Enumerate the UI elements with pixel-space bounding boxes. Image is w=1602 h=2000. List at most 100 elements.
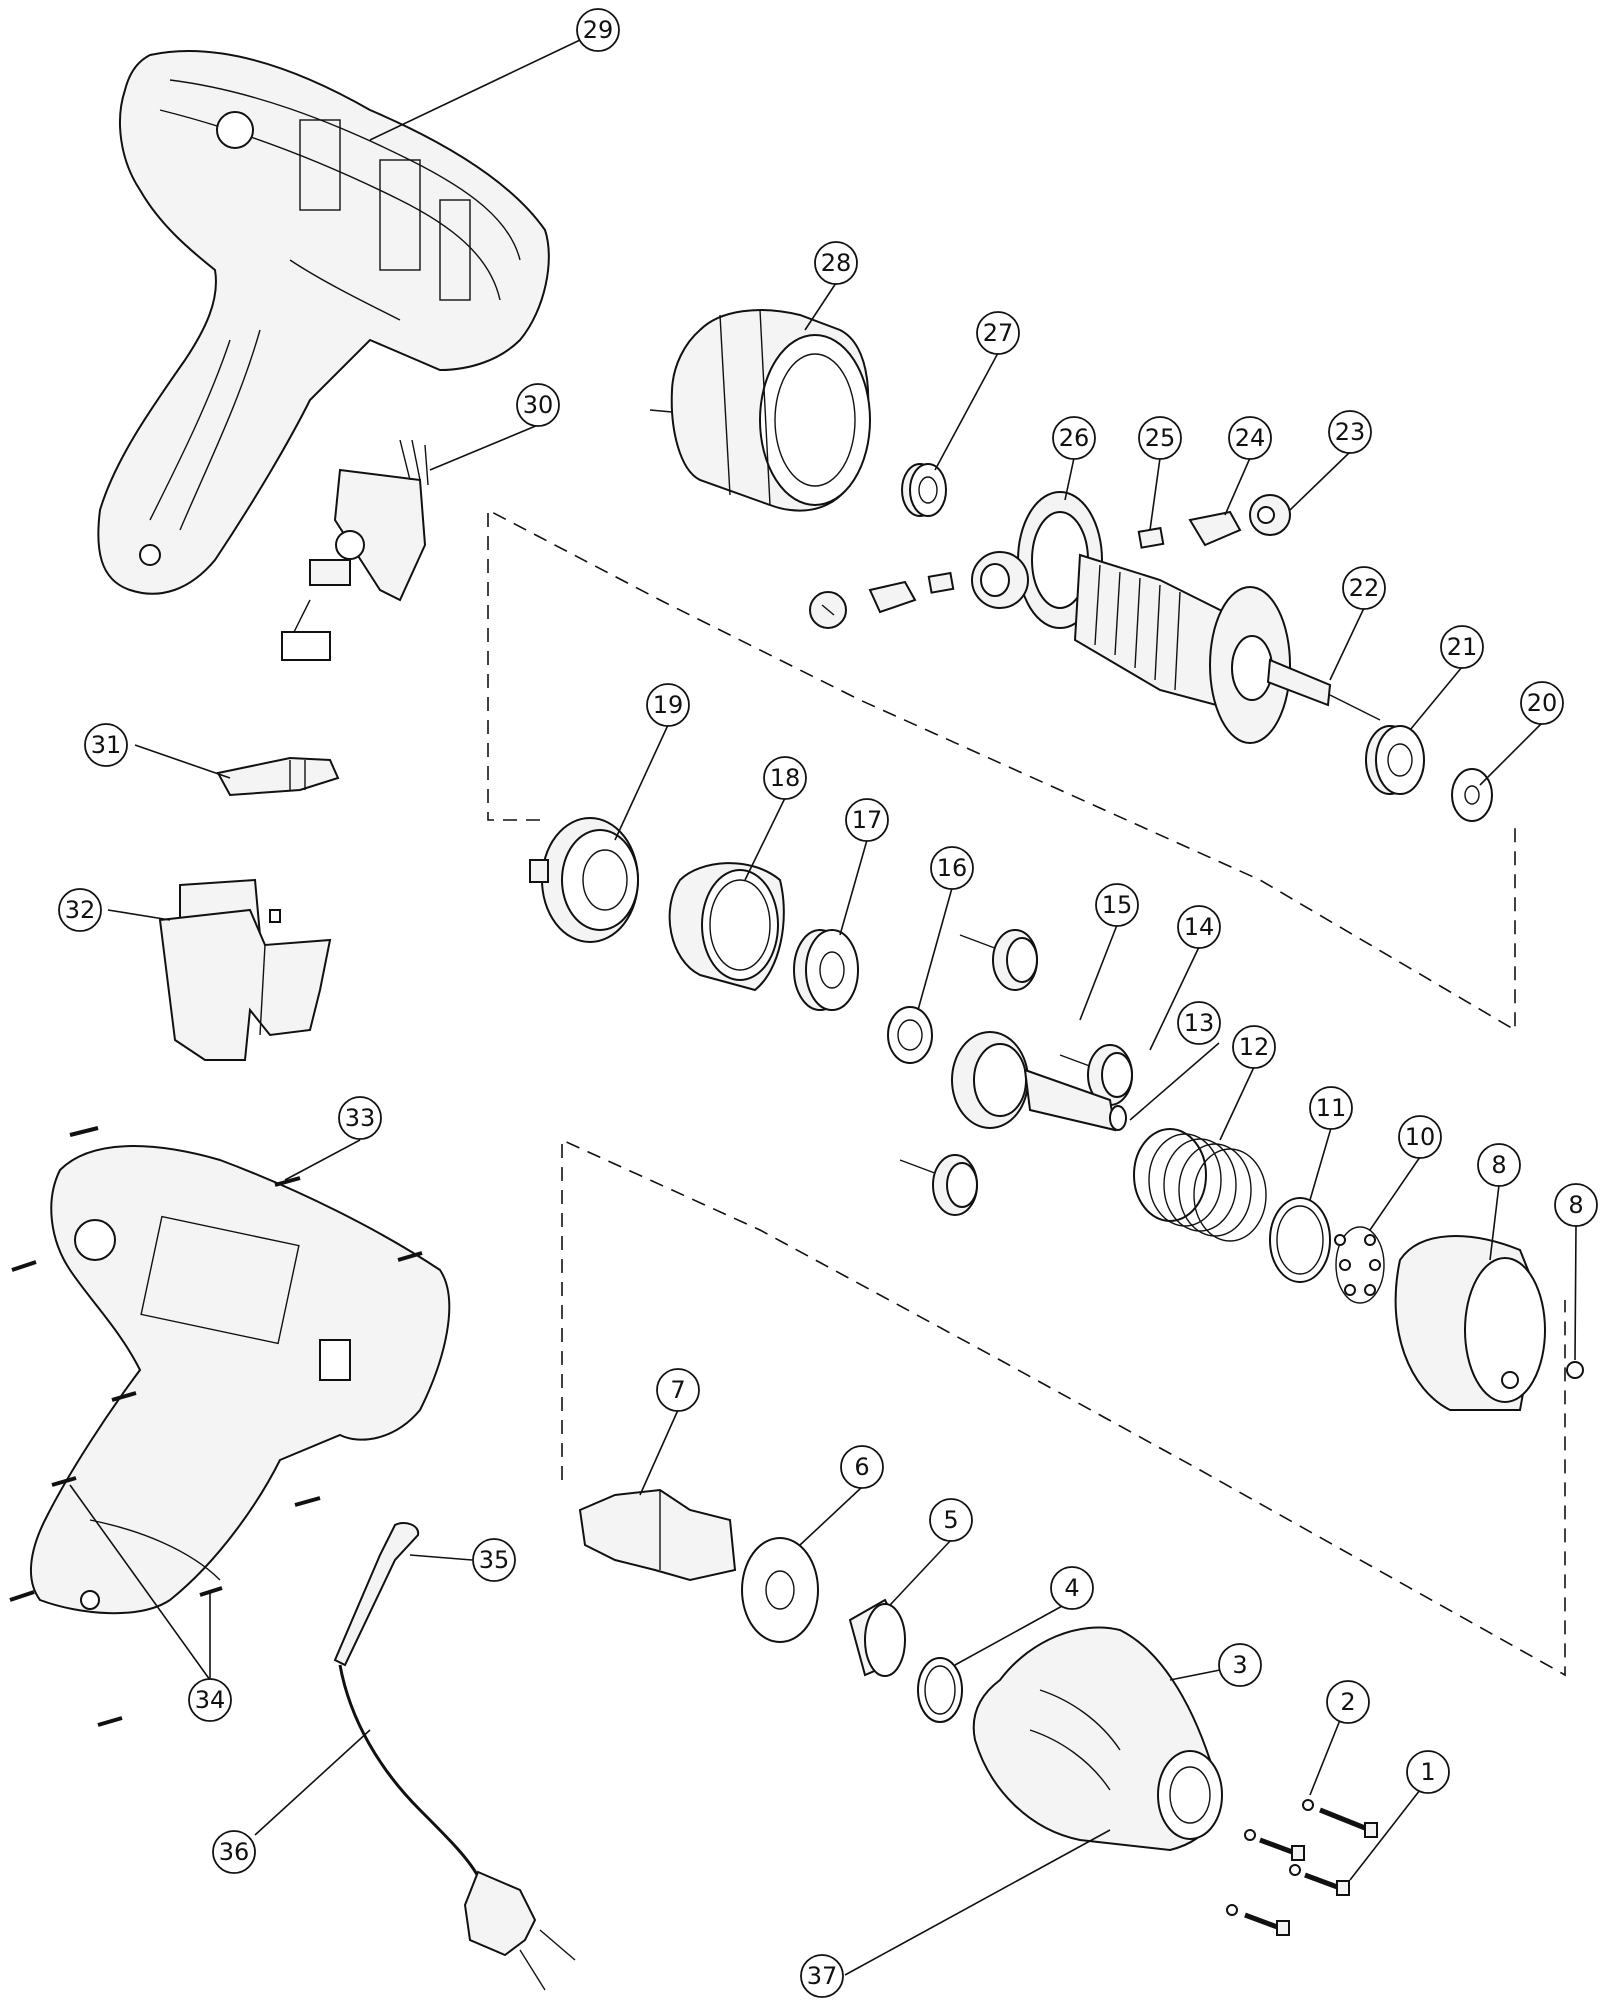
callout-8-hammer: 8 (1477, 1143, 1521, 1187)
callout-8-ball: 8 (1554, 1183, 1598, 1227)
spindle-part (951, 1031, 1127, 1132)
svg-text:36: 36 (219, 1838, 250, 1866)
ring-gear-part (668, 862, 785, 992)
svg-text:16: 16 (937, 854, 968, 882)
gear-case-part (972, 1626, 1223, 1852)
callout-19: 19 (646, 683, 690, 727)
assembly-boundary-lower (561, 1138, 1566, 1677)
callout-5: 5 (929, 1498, 973, 1542)
housing-half-part (97, 50, 550, 595)
callout-36: 36 (212, 1830, 256, 1874)
svg-text:20: 20 (1527, 689, 1558, 717)
ring-4-part (917, 1657, 963, 1723)
svg-text:25: 25 (1145, 424, 1176, 452)
spring-washer-part (1226, 1799, 1314, 1916)
bearing-21-part (1365, 725, 1425, 795)
svg-text:13: 13 (1184, 1009, 1215, 1037)
svg-text:22: 22 (1349, 574, 1380, 602)
trigger-switch-part (158, 878, 332, 1061)
bearing-17-part (793, 929, 859, 1011)
direction-lever-part (216, 756, 340, 797)
callout-21: 21 (1440, 625, 1484, 669)
svg-text:21: 21 (1447, 633, 1478, 661)
leader-lines (69, 39, 1577, 1976)
callout-30: 30 (516, 383, 560, 427)
callout-32: 32 (58, 888, 102, 932)
callout-26: 26 (1052, 416, 1096, 460)
spring-part (1133, 1128, 1267, 1242)
washer-20-part (1451, 768, 1493, 822)
callout-3: 3 (1218, 1643, 1262, 1687)
callout-6: 6 (840, 1445, 884, 1489)
planet-gear-part (899, 929, 1133, 1216)
svg-text:7: 7 (670, 1376, 685, 1404)
callout-31: 31 (84, 723, 128, 767)
callout-16: 16 (930, 846, 974, 890)
callout-23: 23 (1328, 410, 1372, 454)
callouts: 1 2 3 4 5 6 7 8 8 10 11 12 13 14 15 16 1… (58, 8, 1598, 1998)
assembled-housing-part (29, 1145, 451, 1615)
callout-1: 1 (1406, 1750, 1450, 1794)
callout-25: 25 (1138, 416, 1182, 460)
anvil-part (578, 1488, 737, 1582)
svg-text:37: 37 (807, 1962, 838, 1990)
callout-15: 15 (1095, 883, 1139, 927)
stator-part (649, 309, 871, 512)
bushing-part (848, 1598, 907, 1677)
svg-text:23: 23 (1335, 418, 1366, 446)
armature-part (1073, 553, 1381, 744)
brush-box-part (868, 510, 1242, 614)
callout-13: 13 (1177, 1001, 1221, 1045)
callout-33: 33 (338, 1096, 382, 1140)
callout-11: 11 (1309, 1086, 1353, 1130)
svg-text:26: 26 (1059, 424, 1090, 452)
svg-text:35: 35 (479, 1546, 510, 1574)
svg-text:15: 15 (1102, 891, 1133, 919)
svg-text:34: 34 (195, 1686, 226, 1714)
svg-text:3: 3 (1232, 1651, 1247, 1679)
svg-text:5: 5 (943, 1506, 958, 1534)
carbon-brush-part (927, 526, 1165, 594)
callout-29: 29 (576, 8, 620, 52)
callout-14: 14 (1177, 905, 1221, 949)
callout-28: 28 (814, 241, 858, 285)
callout-24: 24 (1228, 416, 1272, 460)
svg-text:2: 2 (1340, 1688, 1355, 1716)
screw-part (1244, 1807, 1378, 1936)
svg-text:4: 4 (1064, 1574, 1079, 1602)
svg-text:10: 10 (1405, 1123, 1436, 1151)
callout-20: 20 (1520, 681, 1564, 725)
callout-2: 2 (1326, 1680, 1370, 1724)
callout-27: 27 (976, 311, 1020, 355)
svg-text:19: 19 (653, 691, 684, 719)
svg-text:12: 12 (1239, 1033, 1270, 1061)
svg-text:31: 31 (91, 731, 122, 759)
svg-text:17: 17 (852, 806, 883, 834)
svg-text:30: 30 (523, 391, 554, 419)
svg-text:24: 24 (1235, 424, 1266, 452)
assembly-boundary-upper (487, 508, 1516, 1032)
svg-text:29: 29 (583, 16, 614, 44)
svg-text:18: 18 (770, 764, 801, 792)
washer-6-part (741, 1537, 819, 1643)
callout-10: 10 (1398, 1115, 1442, 1159)
brush-cap-part (809, 494, 1291, 629)
ring-11-part (1269, 1197, 1331, 1283)
svg-text:11: 11 (1316, 1094, 1347, 1122)
callout-18: 18 (763, 756, 807, 800)
callout-17: 17 (845, 798, 889, 842)
callout-4: 4 (1050, 1566, 1094, 1610)
svg-text:1: 1 (1420, 1758, 1435, 1786)
callout-35: 35 (472, 1538, 516, 1582)
washer-16-part (887, 1006, 933, 1064)
power-cord-part (333, 1522, 576, 1991)
svg-text:32: 32 (65, 896, 96, 924)
housing-screw-part (9, 1126, 423, 1727)
callout-34: 34 (188, 1678, 232, 1722)
callout-22: 22 (1342, 566, 1386, 610)
svg-text:8: 8 (1568, 1191, 1583, 1219)
bearing-27-part (901, 463, 947, 517)
svg-text:28: 28 (821, 249, 852, 277)
